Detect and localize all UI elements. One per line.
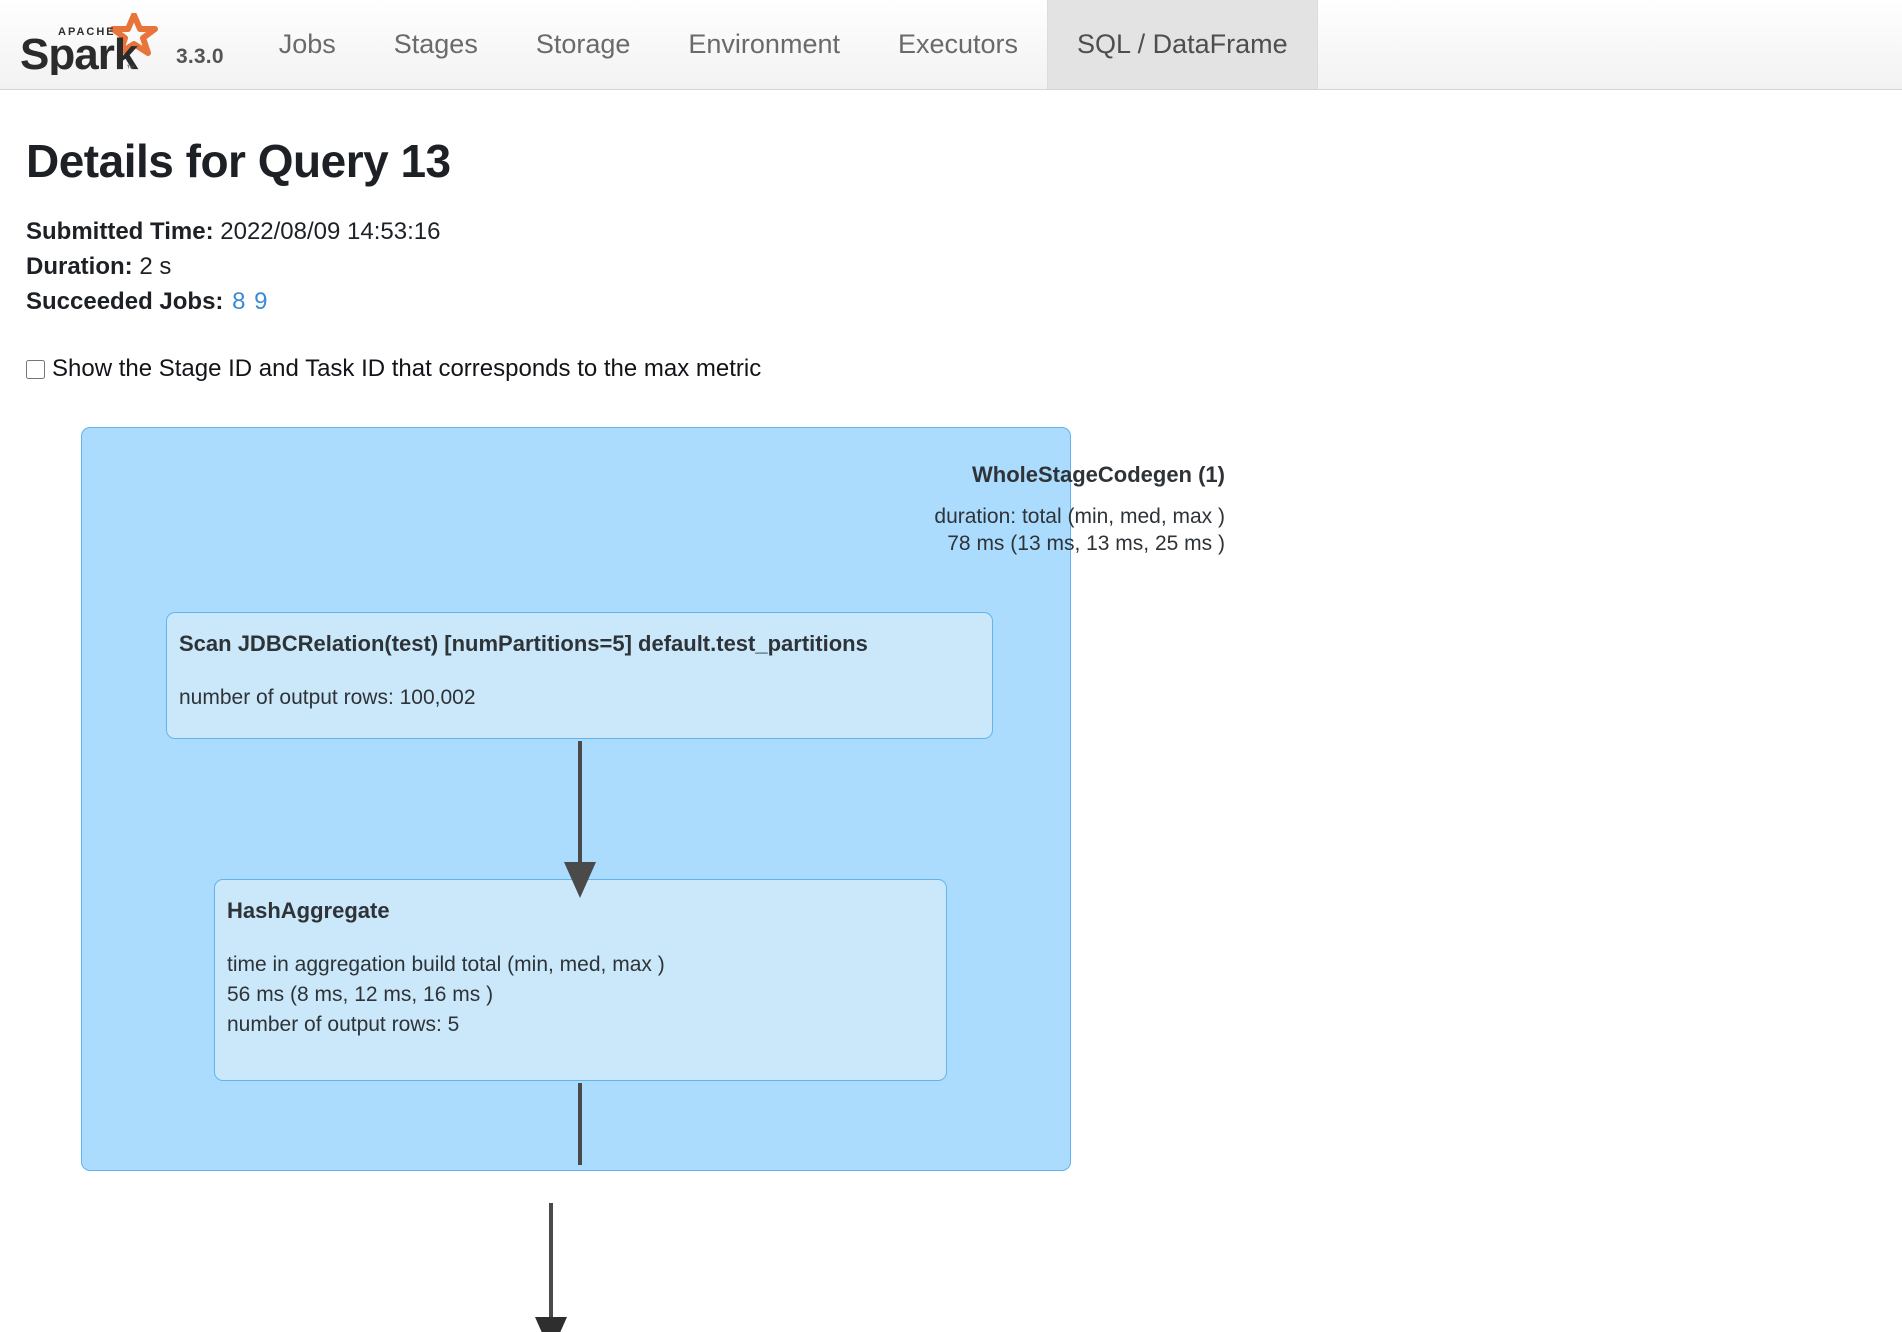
plan-node-hashaggregate-title: HashAggregate: [227, 898, 390, 924]
query-plan-graph: WholeStageCodegen (1) duration: total (m…: [55, 411, 1255, 1172]
plan-node-hashaggregate-metrics: time in aggregation build total (min, me…: [227, 953, 665, 1036]
tab-storage[interactable]: Storage: [535, 29, 631, 59]
submitted-time-label: Submitted Time:: [26, 218, 214, 245]
plan-node-hashaggregate[interactable]: HashAggregate time in aggregation build …: [214, 879, 947, 1082]
query-summary: Submitted Time: 2022/08/09 14:53:16 Dura…: [26, 214, 1876, 319]
page-title: Details for Query 13: [26, 135, 451, 187]
wholestagecodegen-metrics: duration: total (min, med, max ) 78 ms (…: [934, 505, 1225, 555]
plan-node-scan-title: Scan JDBCRelation(test) [numPartitions=5…: [179, 631, 868, 657]
succeeded-jobs-row: Succeeded Jobs: 8 9: [26, 284, 1876, 319]
svg-text:Spark: Spark: [20, 30, 139, 75]
tab-executors[interactable]: Executors: [897, 29, 1019, 59]
show-stage-task-id-label: Show the Stage ID and Task ID that corre…: [52, 355, 762, 383]
tab-stages[interactable]: Stages: [393, 29, 478, 59]
submitted-time-row: Submitted Time: 2022/08/09 14:53:16: [26, 214, 1876, 249]
svg-text:™: ™: [126, 63, 135, 73]
tab-jobs[interactable]: Jobs: [278, 29, 336, 59]
duration-value: 2 s: [139, 253, 172, 281]
nav-tabs: Jobs Stages Storage Environment Executor…: [250, 0, 1318, 89]
spark-logo-icon: APACHE Spark ™: [18, 13, 168, 75]
tab-environment[interactable]: Environment: [688, 29, 840, 59]
submitted-time-value: 2022/08/09 14:53:16: [220, 218, 441, 245]
tab-sql-dataframe[interactable]: SQL / DataFrame: [1047, 0, 1318, 89]
succeeded-jobs-label: Succeeded Jobs:: [26, 288, 224, 316]
navbar: APACHE Spark ™ 3.3.0 Jobs Stages Storage…: [0, 0, 1902, 90]
duration-label: Duration:: [26, 253, 133, 281]
svg-text:APACHE: APACHE: [58, 26, 116, 38]
spark-version: 3.3.0: [176, 45, 224, 68]
spark-brand-link[interactable]: APACHE Spark ™ 3.3.0: [0, 0, 224, 89]
job-link-9[interactable]: 9: [254, 288, 268, 316]
duration-row: Duration: 2 s: [26, 249, 1876, 284]
show-stage-task-id-row: Show the Stage ID and Task ID that corre…: [26, 355, 1876, 383]
plan-node-scan[interactable]: Scan JDBCRelation(test) [numPartitions=5…: [166, 612, 993, 740]
plan-node-scan-metrics: number of output rows: 100,002: [179, 686, 476, 710]
wholestagecodegen-title: WholeStageCodegen (1): [971, 462, 1225, 488]
show-stage-task-id-checkbox[interactable]: [26, 359, 45, 379]
plan-graph-edge-continuation: [535, 1203, 567, 1332]
job-link-8[interactable]: 8: [232, 288, 246, 316]
main-content: Details for Query 13 Submitted Time: 202…: [0, 134, 1902, 1332]
